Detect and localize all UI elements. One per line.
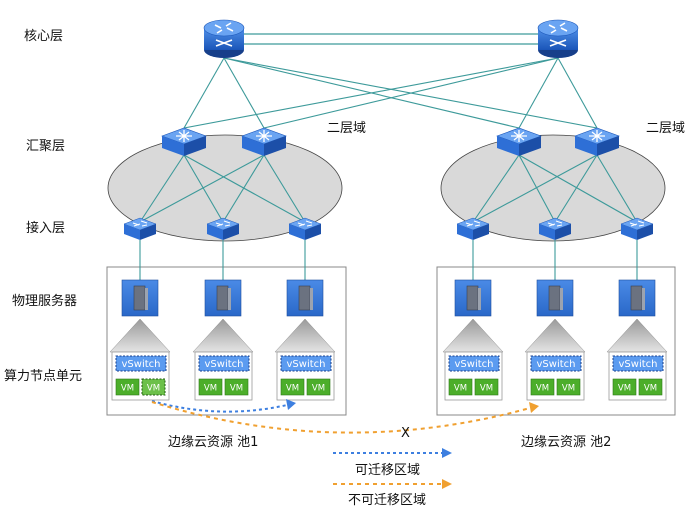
resource-pool-1-box xyxy=(106,266,347,416)
vswitch-label: vSwitch xyxy=(287,359,326,370)
vm-icon xyxy=(306,378,331,396)
pool-1-label: 边缘云资源 池1 xyxy=(168,435,258,450)
vswitch-label: vSwitch xyxy=(455,359,494,370)
vm-label: VM xyxy=(204,384,217,394)
agg-access-links xyxy=(139,154,638,223)
vswitch-icon xyxy=(198,355,250,372)
l2-domain-right xyxy=(440,134,666,242)
vm-icon xyxy=(141,378,166,396)
layer-label-access: 接入层 xyxy=(26,220,65,236)
access-switch-icon xyxy=(206,217,240,240)
legend-not-migratable-label: 不可迁移区域 xyxy=(348,493,426,508)
vswitch-label: vSwitch xyxy=(122,359,161,370)
core-links xyxy=(243,33,538,45)
vswitch-label: vSwitch xyxy=(205,359,244,370)
core-router-icon xyxy=(203,19,245,58)
not-migratable-arrow xyxy=(151,401,531,434)
l2-domain-left xyxy=(107,134,343,242)
server-chassis-icon xyxy=(630,285,643,311)
aggregation-switch-icon xyxy=(161,127,207,156)
not-migratable-arrowhead xyxy=(529,402,539,413)
access-switch-icon xyxy=(620,217,654,240)
server-chassis-icon xyxy=(298,285,311,311)
vm-icon xyxy=(638,378,663,396)
vswitch-icon xyxy=(448,355,500,372)
vm-icon xyxy=(474,378,499,396)
server-chassis-icon xyxy=(466,285,479,311)
migratable-arrow xyxy=(151,400,288,413)
aggregation-switch-icon xyxy=(241,127,287,156)
vm-icon xyxy=(530,378,555,396)
access-server-links xyxy=(139,240,638,280)
vm-label: VM xyxy=(230,384,243,394)
vm-label: VM xyxy=(536,384,549,394)
vm-icon xyxy=(280,378,305,396)
vm-label: VM xyxy=(147,384,160,394)
access-switch-icon xyxy=(123,217,157,240)
vm-icon xyxy=(198,378,223,396)
vswitch-label: vSwitch xyxy=(619,359,658,370)
server-chassis-icon xyxy=(133,285,146,311)
server-chassis-icon xyxy=(548,285,561,311)
vswitch-icon xyxy=(115,355,167,372)
legend-not-migratable-arrowhead xyxy=(442,479,452,489)
core-agg-links xyxy=(183,57,598,129)
aggregation-switch-icon xyxy=(574,127,620,156)
vswitch-label: vSwitch xyxy=(537,359,576,370)
legend-migratable-arrowhead xyxy=(442,448,452,458)
vm-icon xyxy=(115,378,140,396)
projection-triangle xyxy=(192,318,254,353)
access-switch-icon xyxy=(288,217,322,240)
migratable-arrowhead xyxy=(286,399,296,410)
layer-label-aggregation: 汇聚层 xyxy=(26,139,65,154)
resource-pool-2-box xyxy=(436,266,676,416)
l2-domain-label-left: 二层域 xyxy=(327,121,366,136)
aggregation-switch-icon xyxy=(496,127,542,156)
vm-label: VM xyxy=(562,384,575,394)
projection-triangle xyxy=(524,318,586,353)
vm-icon xyxy=(224,378,249,396)
access-switch-icon xyxy=(538,217,572,240)
vm-label: VM xyxy=(312,384,325,394)
projection-triangle xyxy=(606,318,668,353)
vm-icon xyxy=(556,378,581,396)
vm-label: VM xyxy=(618,384,631,394)
layer-label-physical-server: 物理服务器 xyxy=(12,293,77,309)
vm-label: VM xyxy=(121,384,134,394)
l2-domain-label-right: 二层域 xyxy=(646,121,685,136)
access-switch-icon xyxy=(456,217,490,240)
vm-icon xyxy=(612,378,637,396)
vm-label: VM xyxy=(480,384,493,394)
blocked-mark: X xyxy=(401,426,410,441)
vm-label: VM xyxy=(286,384,299,394)
vswitch-icon xyxy=(530,355,582,372)
layer-label-compute-unit: 算力节点单元 xyxy=(4,369,82,384)
projection-triangle xyxy=(442,318,504,353)
vswitch-icon xyxy=(280,355,332,372)
vm-label: VM xyxy=(454,384,467,394)
projection-triangle xyxy=(274,318,336,353)
pool-2-label: 边缘云资源 池2 xyxy=(521,435,611,450)
layer-label-core: 核心层 xyxy=(24,29,63,44)
vm-label: VM xyxy=(644,384,657,394)
legend-migratable-label: 可迁移区域 xyxy=(355,463,420,478)
core-router-icon xyxy=(537,19,579,58)
vswitch-icon xyxy=(612,355,664,372)
vm-icon xyxy=(448,378,473,396)
server-chassis-icon xyxy=(216,285,229,311)
projection-triangle xyxy=(109,318,171,353)
